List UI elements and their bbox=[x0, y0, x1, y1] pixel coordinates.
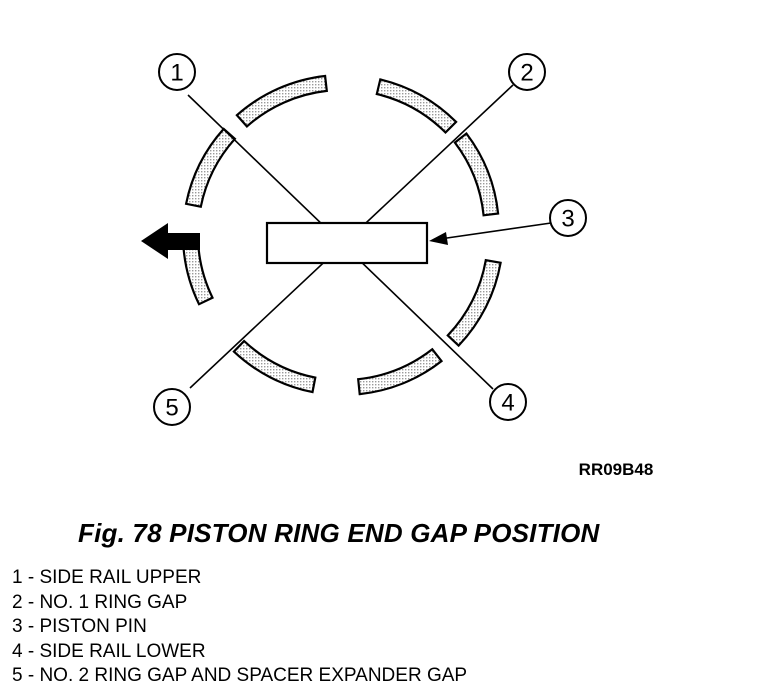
callout-circle-4 bbox=[489, 383, 527, 421]
callout-circle-5 bbox=[153, 388, 191, 426]
ring-segment-right-lower bbox=[446, 258, 502, 348]
ring-segment-top-right bbox=[375, 78, 458, 135]
legend-item: 5 - NO. 2 RING GAP AND SPACER EXPANDER G… bbox=[12, 665, 468, 687]
figure-caption: Fig. 78 PISTON RING END GAP POSITION bbox=[78, 518, 600, 548]
callout-circles bbox=[153, 53, 587, 426]
figure-code: RR09B48 bbox=[579, 460, 654, 479]
ring-segment-left-lower bbox=[182, 242, 214, 306]
callout-number-2: 2 bbox=[520, 60, 533, 87]
callout-circle-3 bbox=[549, 199, 587, 237]
front-direction-arrow bbox=[141, 223, 200, 259]
piston-pin bbox=[265, 221, 429, 265]
callout-number-3: 3 bbox=[561, 206, 574, 233]
callout-circle-1 bbox=[158, 53, 196, 91]
ring-segment-top-left bbox=[235, 74, 329, 128]
ring-segment-right-upper bbox=[453, 131, 500, 217]
legend-item: 2 - NO. 1 RING GAP bbox=[12, 591, 188, 613]
callout-circle-2 bbox=[508, 53, 546, 91]
ring-segment-left-upper bbox=[184, 127, 237, 208]
callout-number-4: 4 bbox=[501, 390, 514, 417]
callout-number-5: 5 bbox=[165, 395, 178, 422]
ring-segment-bottom-right bbox=[356, 347, 444, 396]
legend-item: 3 - PISTON PIN bbox=[12, 616, 147, 638]
ring-segment-bottom-left bbox=[232, 339, 317, 394]
legend-item: 1 - SIDE RAIL UPPER bbox=[12, 567, 202, 588]
pin-leader-arrow bbox=[429, 222, 552, 245]
piston-ring-diagram: 1 2 3 4 5 RR09B48 bbox=[141, 53, 654, 479]
callout-number-1: 1 bbox=[170, 60, 183, 87]
legend-list: 1 - SIDE RAIL UPPER 2 - NO. 1 RING GAP 3… bbox=[12, 566, 467, 689]
ring-segments bbox=[182, 74, 502, 396]
legend-item: 4 - SIDE RAIL LOWER bbox=[12, 640, 206, 662]
